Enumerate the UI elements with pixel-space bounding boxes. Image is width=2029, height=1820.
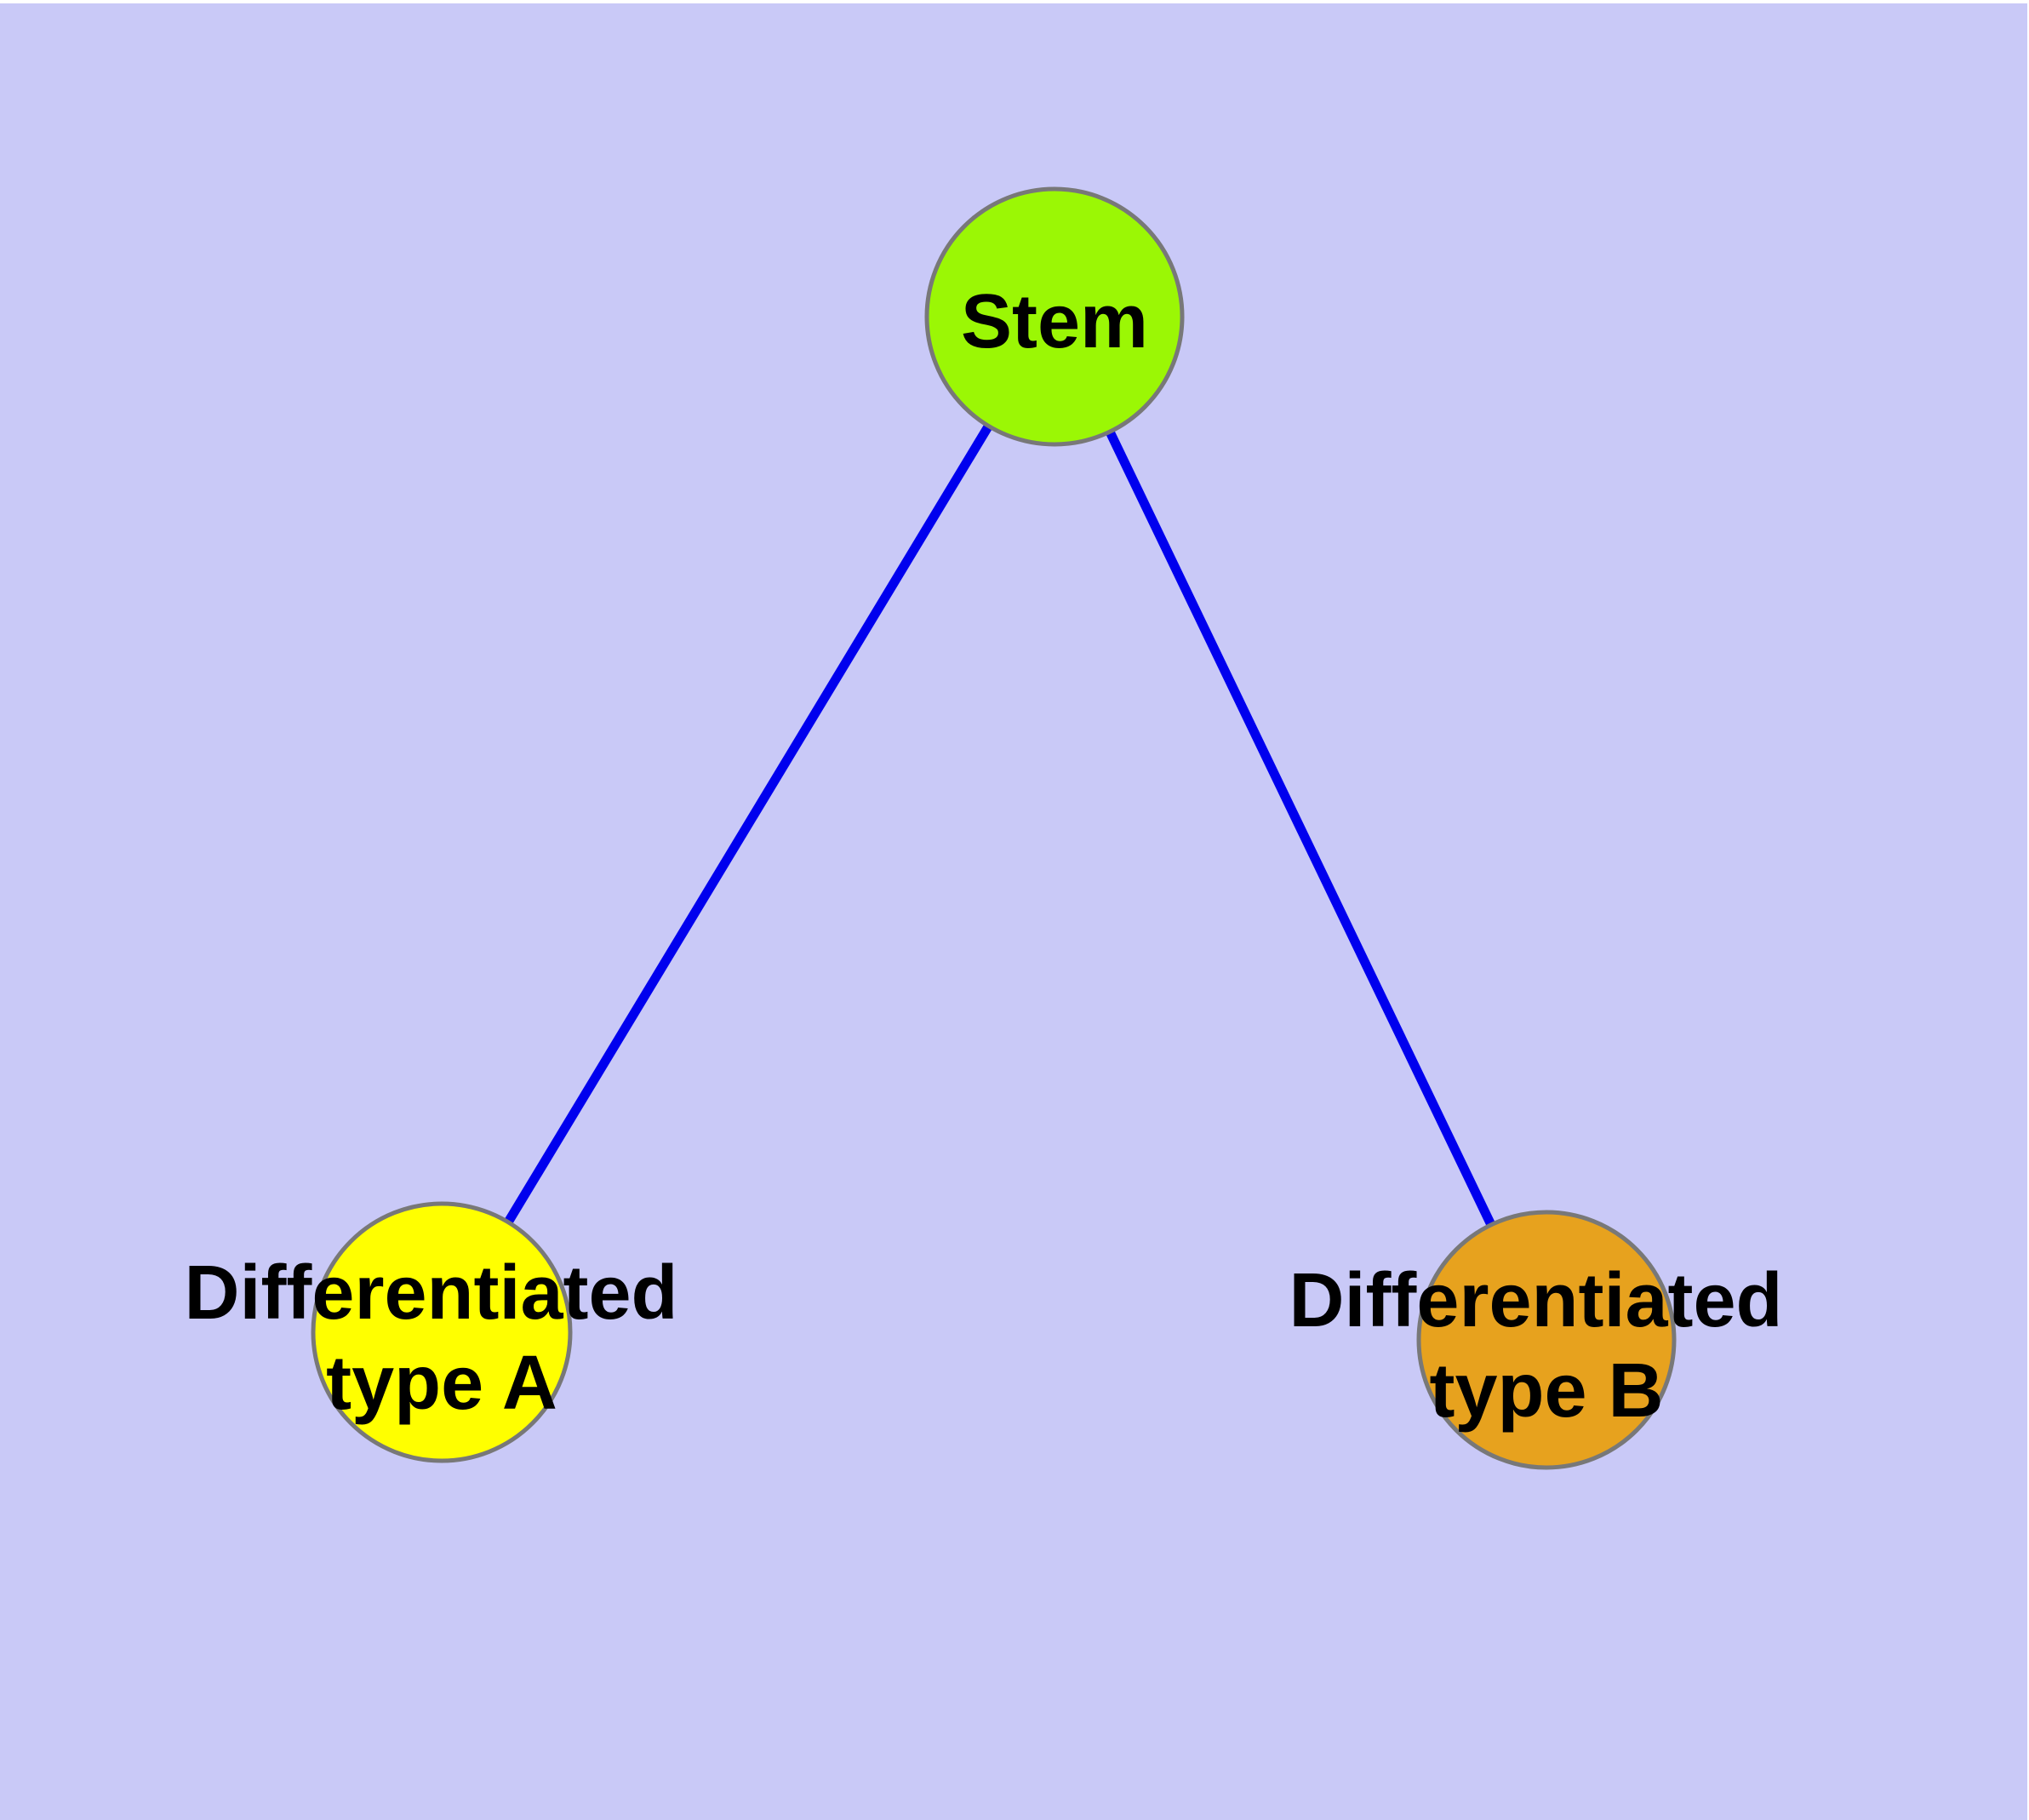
node-differentiated-type-a [311, 1201, 573, 1463]
node-type-b-label-line1: Differentiated [1289, 1258, 1782, 1343]
node-type-b-label: Differentiated type B [1289, 1258, 1803, 1434]
node-type-a-label-line1: Differentiated [184, 1251, 677, 1336]
node-differentiated-type-b [1416, 1210, 1677, 1470]
node-type-b-label-line2: type B [1429, 1348, 1663, 1434]
node-stem-label: Stem [961, 279, 1148, 364]
edge-stem-to-type-a [437, 314, 1059, 1335]
edge-stem-to-type-b [1050, 314, 1551, 1342]
node-stem [924, 186, 1185, 447]
node-type-a-label-line2: type A [326, 1341, 557, 1426]
node-type-a-label: Differentiated type A [184, 1251, 699, 1426]
